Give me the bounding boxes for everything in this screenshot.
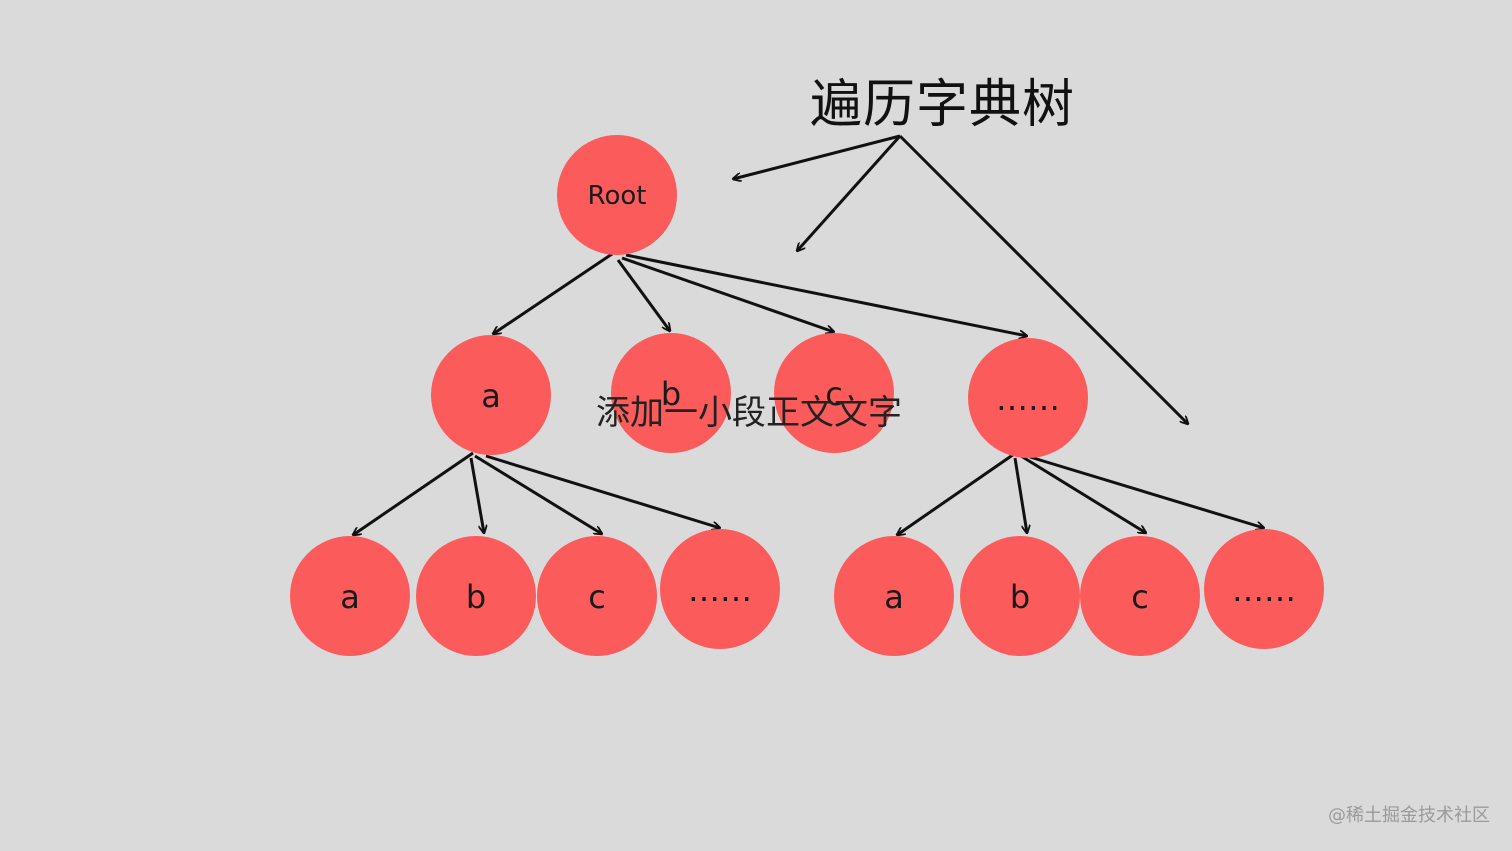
node-right-3: ……: [1204, 529, 1324, 649]
node-right-1-label: b: [1010, 578, 1030, 616]
edge-a-a: [353, 451, 474, 535]
edges-group: [353, 134, 1264, 535]
node-right-2: c: [1080, 536, 1200, 656]
node-l1-2-label: c: [825, 375, 843, 413]
node-left-2-label: c: [588, 578, 606, 616]
node-left-1: b: [416, 536, 536, 656]
nodes-group: Root a b c …… a b c …… a b c ……: [290, 135, 1324, 656]
node-left-3: ……: [660, 529, 780, 649]
title-arrow-middle: [797, 134, 902, 251]
node-left-0-label: a: [340, 578, 360, 616]
node-left-3-label: ……: [688, 571, 752, 609]
node-l1-1: b: [611, 333, 731, 453]
node-l1-3-circle: [968, 338, 1088, 458]
node-left-1-circle: [416, 536, 536, 656]
edge-etc-c: [1020, 454, 1146, 533]
edge-root-c: [621, 256, 834, 332]
node-left-1-label: b: [466, 578, 486, 616]
title-arrow-left: [733, 134, 901, 179]
node-l1-2-circle: [774, 333, 894, 453]
node-right-1: b: [960, 536, 1080, 656]
node-right-2-label: c: [1131, 578, 1149, 616]
node-left-2-circle: [537, 536, 657, 656]
node-l1-0-circle: [431, 335, 551, 455]
node-root-label: Root: [588, 181, 647, 211]
node-right-3-label: ……: [1232, 571, 1296, 609]
edge-etc-etc: [1029, 455, 1264, 528]
node-right-0-circle: [834, 536, 954, 656]
node-l1-3-label: ……: [996, 380, 1060, 418]
node-root-circle: [557, 135, 677, 255]
edge-a-etc: [485, 454, 720, 528]
node-right-1-circle: [960, 536, 1080, 656]
edge-a-b: [469, 457, 484, 533]
edge-root-etc: [625, 253, 1027, 336]
node-l1-2: c: [774, 333, 894, 453]
edge-root-b: [616, 259, 670, 331]
node-root: Root: [557, 135, 677, 255]
node-left-3-circle: [660, 529, 780, 649]
edge-root-a: [493, 252, 613, 334]
edge-etc-a: [897, 450, 1018, 535]
node-right-0: a: [834, 536, 954, 656]
node-l1-0: a: [431, 335, 551, 455]
node-right-2-circle: [1080, 536, 1200, 656]
node-right-3-circle: [1204, 529, 1324, 649]
node-l1-0-label: a: [481, 377, 501, 415]
node-left-0-circle: [290, 536, 410, 656]
edge-a-c: [474, 454, 602, 534]
watermark: @稀土掘金技术社区: [1328, 805, 1490, 826]
title-arrow-right: [898, 134, 1188, 424]
node-l1-1-circle: [611, 333, 731, 453]
diagram-title: 遍历字典树: [810, 75, 1076, 135]
overlay-text: 添加一小段正文文字: [596, 393, 902, 433]
node-l1-3: ……: [968, 338, 1088, 458]
node-right-0-label: a: [884, 578, 904, 616]
node-left-0: a: [290, 536, 410, 656]
node-l1-1-label: b: [661, 375, 681, 413]
edge-etc-b: [1013, 457, 1027, 533]
node-left-2: c: [537, 536, 657, 656]
